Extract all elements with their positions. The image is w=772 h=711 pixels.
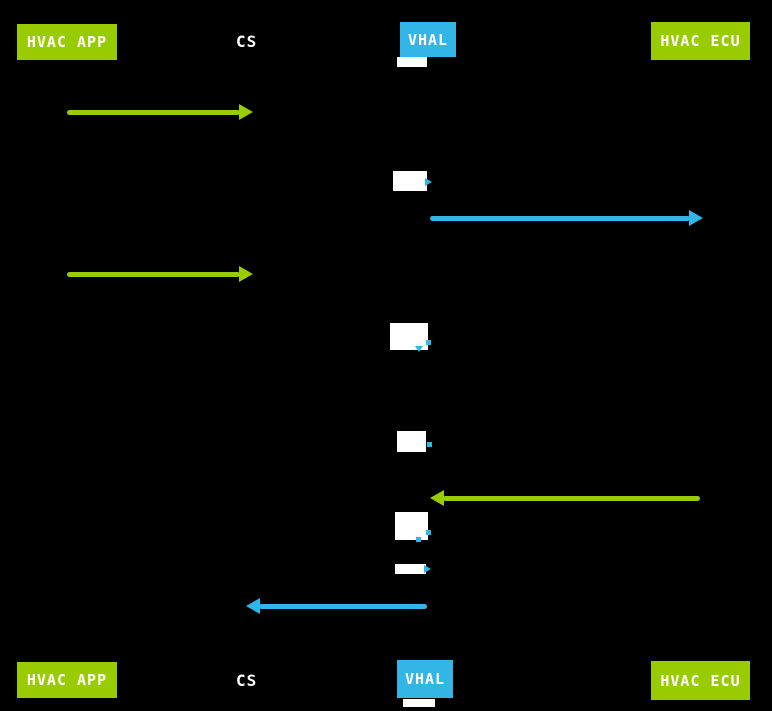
actor-hvac-app-top: HVAC APP: [17, 24, 117, 60]
arrow-line: [430, 216, 690, 221]
arrow-line: [259, 604, 427, 609]
activation-box: [390, 323, 428, 350]
arrow-head-icon: [430, 490, 444, 506]
blue-tick-icon: [416, 537, 421, 542]
blue-tick-icon: [425, 178, 432, 186]
actor-cs-top: CS: [236, 32, 258, 51]
arrow-head-icon: [239, 104, 253, 120]
arrow-line: [67, 272, 240, 277]
activation-box: [393, 171, 427, 191]
actor-hvac-ecu-top: HVAC ECU: [651, 22, 750, 60]
actor-hvac-ecu-bottom: HVAC ECU: [651, 661, 750, 700]
actor-hvac-app-bottom: HVAC APP: [17, 662, 117, 698]
arrow-line: [67, 110, 240, 115]
arrow-line: [443, 496, 700, 501]
activation-box: [395, 512, 428, 540]
actor-cs-bottom: CS: [236, 671, 258, 690]
blue-tick-icon: [427, 442, 432, 447]
blue-tick-icon: [415, 346, 423, 352]
activation-box: [403, 699, 435, 707]
activation-box: [395, 564, 426, 574]
arrow-head-icon: [246, 598, 260, 614]
message-arrow-app-to-cs-2: [67, 266, 253, 282]
arrow-head-icon: [689, 210, 703, 226]
message-arrow-ecu-to-vhal: [430, 490, 700, 506]
actor-vhal-bottom: VHAL: [397, 660, 453, 698]
message-arrow-vhal-to-ecu: [430, 210, 703, 226]
blue-tick-icon: [424, 565, 431, 573]
blue-tick-icon: [426, 340, 431, 345]
activation-box: [397, 57, 427, 67]
message-arrow-vhal-to-cs: [246, 598, 427, 614]
activation-box: [397, 431, 426, 452]
arrow-head-icon: [239, 266, 253, 282]
message-arrow-app-to-cs-1: [67, 104, 253, 120]
actor-vhal-top: VHAL: [400, 22, 456, 57]
blue-tick-icon: [426, 530, 431, 535]
